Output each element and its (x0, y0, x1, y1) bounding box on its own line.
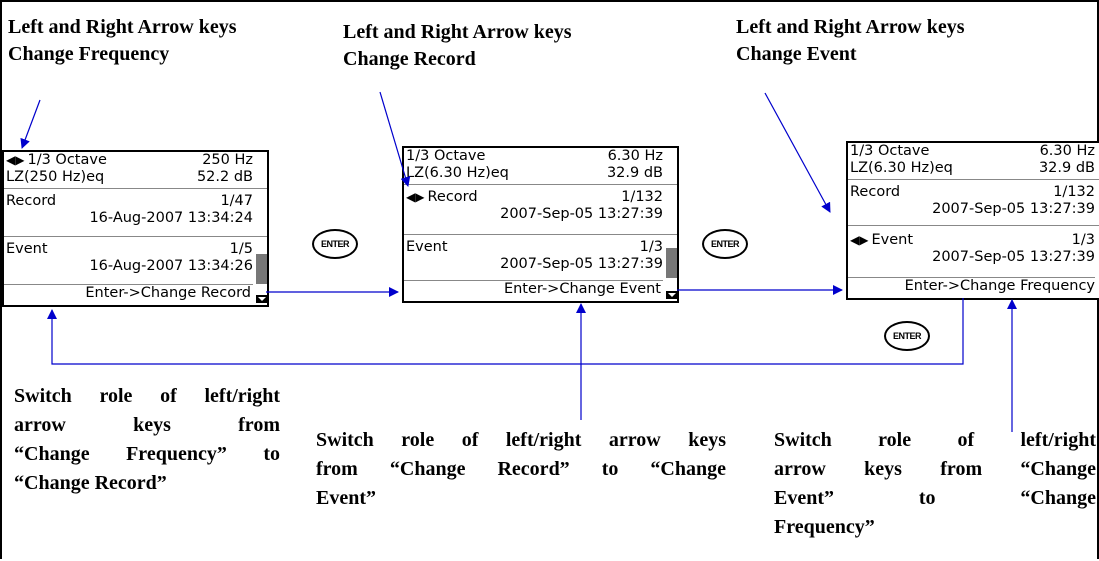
event-time: 2007-Sep-05 13:27:39 (932, 249, 1095, 265)
desc1-line1: Switch role of left/right (14, 385, 280, 407)
footer-hint: Enter->Change Record (85, 285, 251, 301)
octave-block: 1/3 Octave 6.30 Hz LZ(6.30 Hz)eq 32.9 dB (404, 148, 677, 185)
event-block: Event 1/5 16-Aug-2007 13:34:26 (4, 237, 267, 287)
arrow-screen3-to-screen1 (47, 298, 964, 365)
meter-screen-record: 1/3 Octave 6.30 Hz LZ(6.30 Hz)eq 32.9 dB ◀… (402, 146, 679, 303)
enter-button-1[interactable]: ENTER (312, 229, 358, 259)
caption-frequency-pointer (20, 99, 41, 149)
desc3-line4: Frequency” (774, 516, 875, 538)
meter-screen-frequency: ◀▶1/3 Octave 250 Hz LZ(250 Hz)eq 52.2 dB R… (2, 150, 269, 307)
caption-frequency: Left and Right Arrow keys Change Frequen… (8, 14, 237, 68)
record-block: ◀▶Record 1/132 2007-Sep-05 13:27:39 (404, 185, 677, 235)
octave-label: 1/3 Octave (406, 148, 486, 164)
caption-event-line2: Change Event (736, 43, 857, 65)
left-right-arrow-icon: ◀▶ (6, 153, 25, 167)
event-time: 2007-Sep-05 13:27:39 (500, 256, 663, 272)
desc2-line3: Event” (316, 487, 376, 509)
desc1-line2: arrow keys from (14, 414, 280, 436)
event-count: 1/3 (639, 239, 663, 255)
lz-label: LZ(6.30 Hz)eq (850, 160, 953, 176)
screen-footer: Enter->Change Event (404, 280, 663, 301)
octave-label: 1/3 Octave (27, 152, 107, 168)
octave-value: 6.30 Hz (607, 148, 663, 164)
octave-value: 250 Hz (202, 152, 253, 168)
record-count: 1/132 (1053, 184, 1095, 200)
caption-record-line2: Change Record (343, 48, 476, 70)
scrollbar-thumb[interactable] (256, 254, 267, 284)
scroll-down-icon[interactable] (666, 291, 677, 299)
event-count: 1/5 (229, 241, 253, 257)
event-label: Event (406, 239, 448, 255)
desc3-line2: arrow keys from “Change (774, 458, 1096, 480)
caption-frequency-line2: Change Frequency (8, 43, 170, 65)
event-label: Event (871, 232, 914, 248)
lz-value: 32.9 dB (606, 165, 663, 181)
lz-label: LZ(6.30 Hz)eq (406, 165, 509, 181)
enter-button-2[interactable]: ENTER (702, 229, 748, 259)
desc3-line1: Switch role of left/right (774, 429, 1096, 451)
desc1-line4: “Change Record” (14, 472, 167, 494)
event-block: ◀▶Event 1/3 2007-Sep-05 13:27:39 (848, 226, 1099, 276)
caption-record-line1: Left and Right Arrow keys (343, 21, 572, 43)
record-time: 2007-Sep-05 13:27:39 (932, 201, 1095, 217)
record-count: 1/132 (621, 189, 663, 205)
description-record-to-event: Switch role of left/right arrow keys fro… (316, 426, 726, 513)
record-block: Record 1/47 16-Aug-2007 13:34:24 (4, 189, 267, 237)
record-block: Record 1/132 2007-Sep-05 13:27:39 (848, 180, 1099, 226)
footer-hint: Enter->Change Frequency (904, 278, 1095, 294)
caption-event-line1: Left and Right Arrow keys (736, 16, 965, 38)
octave-value: 6.30 Hz (1039, 143, 1095, 159)
meter-screen-event: 1/3 Octave 6.30 Hz LZ(6.30 Hz)eq 32.9 dB R… (846, 141, 1099, 300)
lz-label: LZ(250 Hz)eq (6, 169, 105, 185)
desc3-line3: Event” to “Change (774, 487, 1096, 509)
left-right-arrow-icon: ◀▶ (406, 190, 425, 204)
desc2-line1: Switch role of left/right arrow keys (316, 429, 726, 451)
lz-value: 32.9 dB (1038, 160, 1095, 176)
event-count: 1/3 (1071, 232, 1095, 248)
record-label: Record (6, 193, 57, 209)
caption-record: Left and Right Arrow keys Change Record (343, 19, 572, 73)
lz-value: 52.2 dB (196, 169, 253, 185)
record-time: 2007-Sep-05 13:27:39 (500, 206, 663, 222)
description-frequency-to-record: Switch role of left/right arrow keys fro… (14, 382, 280, 498)
record-time: 16-Aug-2007 13:34:24 (89, 210, 253, 226)
record-label: Record (427, 189, 478, 205)
caption-event: Left and Right Arrow keys Change Event (736, 14, 965, 68)
event-time: 16-Aug-2007 13:34:26 (89, 258, 253, 274)
caption-record-pointer (379, 91, 411, 187)
record-count: 1/47 (220, 193, 253, 209)
scrollbar-thumb[interactable] (666, 248, 677, 278)
desc2-line2: from “Change Record” to “Change (316, 458, 726, 480)
octave-block: ◀▶1/3 Octave 250 Hz LZ(250 Hz)eq 52.2 dB (4, 152, 267, 189)
caption-event-pointer (764, 92, 831, 213)
screen-footer: Enter->Change Frequency (848, 277, 1095, 298)
left-right-arrow-icon: ◀▶ (850, 233, 869, 247)
enter-button-3[interactable]: ENTER (884, 321, 930, 351)
desc1-line3: “Change Frequency” to (14, 443, 280, 465)
octave-label: 1/3 Octave (850, 143, 930, 159)
screen-footer: Enter->Change Record (4, 284, 253, 305)
event-label: Event (6, 241, 48, 257)
scroll-down-icon[interactable] (256, 295, 267, 303)
event-block: Event 1/3 2007-Sep-05 13:27:39 (404, 235, 677, 283)
octave-block: 1/3 Octave 6.30 Hz LZ(6.30 Hz)eq 32.9 dB (848, 143, 1099, 180)
record-label: Record (850, 184, 901, 200)
caption-frequency-line1: Left and Right Arrow keys (8, 16, 237, 38)
footer-hint: Enter->Change Event (503, 281, 661, 297)
description-event-to-frequency: Switch role of left/right arrow keys fro… (774, 426, 1096, 542)
